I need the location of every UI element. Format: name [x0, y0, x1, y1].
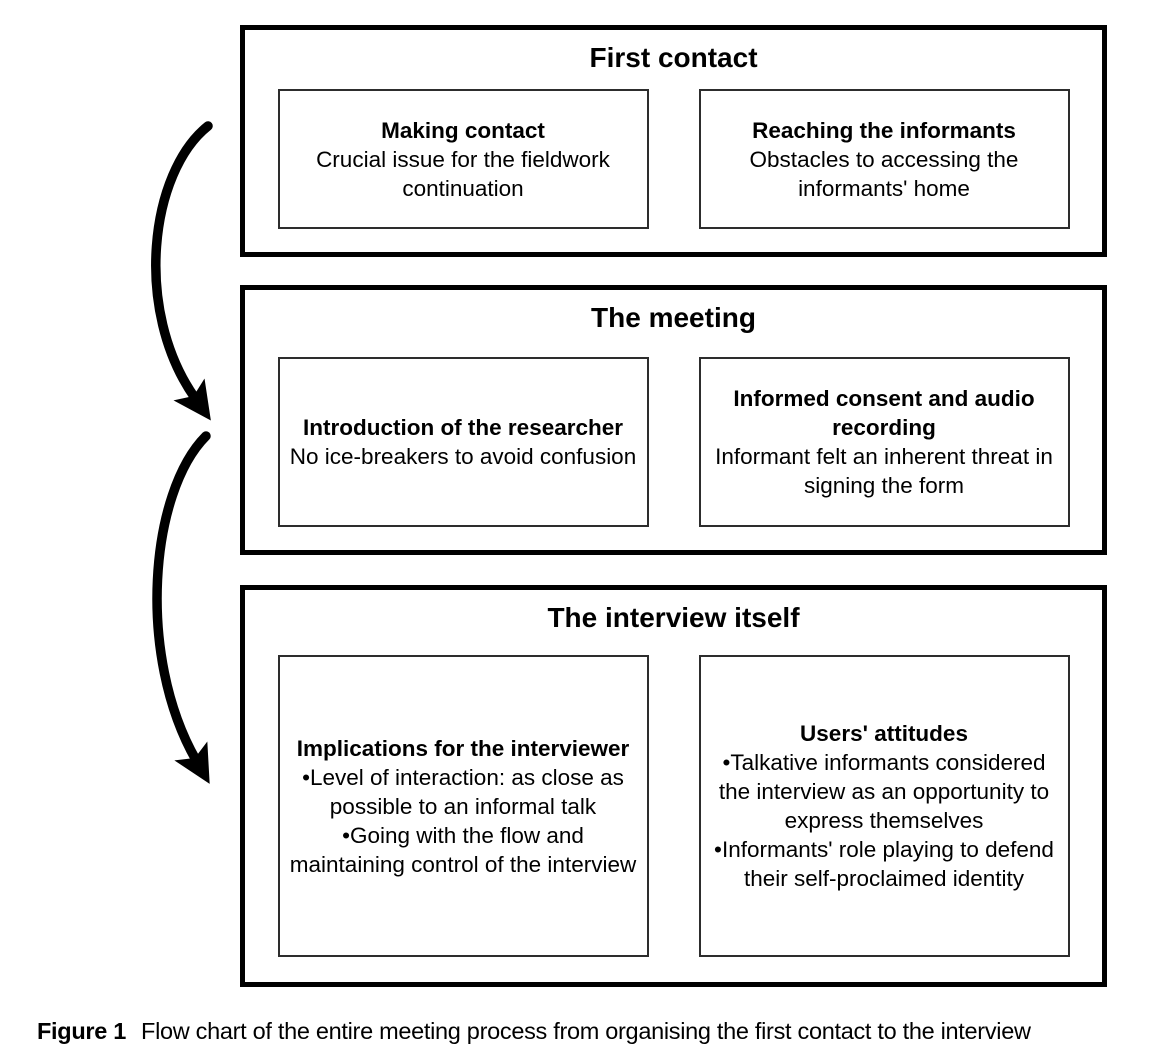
bullet-item: Informants' role playing to defend their…	[709, 835, 1060, 893]
figure-caption-label: Figure 1	[37, 1018, 127, 1044]
figure-caption: Figure 1 Flow chart of the entire meeting…	[37, 1016, 1147, 1046]
box-row: Introduction of the researcher No ice-br…	[277, 357, 1070, 527]
box-body: No ice-breakers to avoid confusion	[289, 444, 637, 469]
box-body: Obstacles to accessing the informants' h…	[749, 146, 1019, 201]
box-row: Making contact Crucial issue for the fie…	[277, 89, 1070, 229]
curved-down-arrow-icon	[152, 431, 211, 784]
section-title: The meeting	[591, 302, 756, 333]
figure-caption-text: Flow chart of the entire meeting process…	[141, 1018, 1031, 1044]
box-reaching-informants: Reaching the informants Obstacles to acc…	[698, 89, 1070, 229]
section-the-meeting: The meeting Introduction of the research…	[240, 285, 1107, 555]
box-title: Users' attitudes	[800, 721, 968, 746]
box-title: Informed consent and audio recording	[733, 386, 1035, 440]
box-row: Implications for the interviewer Level o…	[277, 655, 1070, 957]
box-making-contact: Making contact Crucial issue for the fie…	[277, 89, 649, 229]
section-title: First contact	[589, 42, 758, 73]
box-body: Crucial issue for the fieldwork continua…	[316, 146, 610, 201]
box-title: Introduction of the researcher	[302, 415, 624, 440]
box-users-attitudes: Users' attitudes Talkative informants co…	[698, 655, 1070, 957]
bullet-item: Talkative informants considered the inte…	[709, 748, 1060, 835]
box-body: Informant felt an inherent threat in sig…	[715, 444, 1053, 498]
box-title: Making contact	[381, 117, 545, 143]
box-informed-consent: Informed consent and audio recording Inf…	[698, 357, 1070, 527]
box-introduction-researcher: Introduction of the researcher No ice-br…	[277, 357, 649, 527]
section-interview-itself: The interview itself Implications for th…	[240, 585, 1107, 987]
box-title: Implications for the interviewer	[296, 735, 630, 761]
curved-down-arrow-icon	[151, 121, 213, 421]
section-title: The interview itself	[547, 602, 800, 633]
bullet-item: Going with the flow and maintaining cont…	[288, 821, 639, 879]
bullet-item: Level of interaction: as close as possib…	[288, 763, 639, 821]
box-title: Reaching the informants	[752, 117, 1016, 143]
section-first-contact: First contact Making contact Crucial iss…	[240, 25, 1107, 257]
box-implications-interviewer: Implications for the interviewer Level o…	[277, 655, 649, 957]
